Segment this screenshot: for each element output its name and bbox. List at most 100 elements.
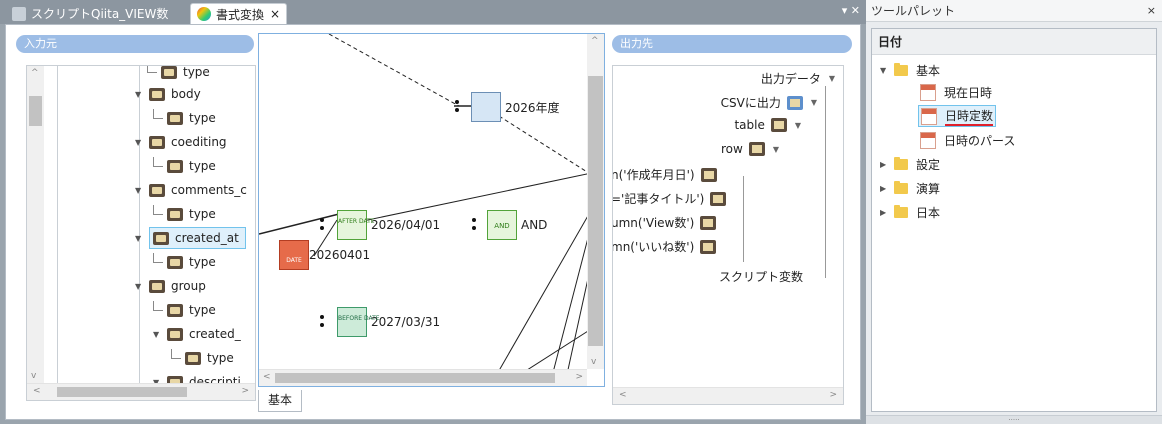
element-icon <box>161 66 177 79</box>
scroll-thumb[interactable] <box>588 76 603 346</box>
tree-node[interactable]: ▼coediting <box>135 135 227 149</box>
scroll-down-icon[interactable]: v <box>591 357 597 367</box>
output-horizontal-scrollbar[interactable]: < > <box>613 387 843 404</box>
palette-item-now[interactable]: 現在日時 <box>920 81 992 103</box>
scroll-left-icon[interactable]: < <box>33 386 41 396</box>
scroll-left-icon[interactable]: < <box>263 372 271 382</box>
dropdown-icon[interactable]: ▼ <box>828 74 835 83</box>
palette-close-icon[interactable]: × <box>1146 4 1156 17</box>
palette-folder-japan[interactable]: ▶日本 <box>880 204 941 220</box>
palette-folder-calc[interactable]: ▶演算 <box>880 180 941 196</box>
scroll-down-icon[interactable]: v <box>31 371 37 381</box>
tree-node[interactable]: ▼group <box>135 279 206 293</box>
column-node[interactable]: ='記事タイトル') <box>613 190 727 207</box>
element-icon <box>149 135 165 149</box>
element-icon <box>149 183 165 197</box>
canvas-tab-basic[interactable]: 基本 <box>258 390 302 412</box>
before-date-node[interactable]: BEFORE DATE 2027/03/31 <box>337 307 440 337</box>
tree-node[interactable]: type <box>147 66 210 82</box>
element-icon <box>185 351 201 365</box>
scroll-left-icon[interactable]: < <box>619 390 627 400</box>
tree-node[interactable]: type <box>153 252 216 272</box>
palette-item-date-parse[interactable]: 日時のパース <box>920 129 1015 151</box>
palette-section-date[interactable]: 日付 <box>872 29 1156 55</box>
tree-guide-line <box>57 66 58 386</box>
tree-node[interactable]: type <box>153 108 216 128</box>
palette-body: 日付 ▼基本 現在日時 日時定数 日時のパース ▶設定 ▶演算 ▶日本 <box>871 28 1157 412</box>
tree-elbow <box>147 66 157 73</box>
palette-folder-settings[interactable]: ▶設定 <box>880 156 941 172</box>
tree-elbow <box>153 301 163 311</box>
output-tree[interactable]: 出力データ▼ CSVに出力▼ table▼ row▼ n('作成年月日') ='… <box>612 65 844 405</box>
expand-icon[interactable]: ▼ <box>135 281 142 291</box>
tab-close-icon[interactable]: × <box>270 7 281 21</box>
scroll-right-icon[interactable]: > <box>241 386 249 396</box>
collapse-icon[interactable]: ▶ <box>880 159 887 169</box>
element-icon <box>700 167 717 182</box>
tool-palette: ツールパレット × 日付 ▼基本 現在日時 日時定数 日時のパース ▶設定 ▶演… <box>866 0 1162 424</box>
after-date-node[interactable]: AFTER DATE 2026/04/01 <box>337 210 440 240</box>
column-node[interactable]: n('作成年月日') <box>613 166 717 183</box>
element-icon <box>167 159 183 173</box>
element-icon <box>167 111 183 125</box>
scroll-thumb[interactable] <box>29 96 42 126</box>
tree-node[interactable]: type <box>171 348 234 368</box>
scroll-up-icon[interactable]: ^ <box>31 68 39 78</box>
tree-node[interactable]: ▼body <box>135 87 201 101</box>
fiscal-year-node[interactable]: 2026年度 <box>471 92 560 122</box>
calendar-icon <box>920 83 936 101</box>
collapse-icon[interactable]: ▶ <box>880 207 887 217</box>
scroll-up-icon[interactable]: ^ <box>591 36 599 46</box>
scroll-right-icon[interactable]: > <box>829 390 837 400</box>
output-data-node[interactable]: 出力データ▼ <box>760 72 835 86</box>
mapping-editor: 入力元 type ▼body type ▼coediting type ▼com… <box>5 24 861 420</box>
resize-grip[interactable]: ····· <box>866 415 1162 424</box>
expand-icon[interactable]: ▼ <box>153 329 160 339</box>
dropdown-icon[interactable]: ▼ <box>772 144 779 154</box>
csv-output-node[interactable]: CSVに出力▼ <box>720 95 817 110</box>
tree-node[interactable]: ▼created_ <box>153 327 241 341</box>
tab-script-label: スクリプトQiita_VIEW数 <box>31 7 169 21</box>
palette-item-date-constant[interactable]: 日時定数 <box>918 105 997 127</box>
scroll-thumb[interactable] <box>57 387 187 397</box>
input-tree[interactable]: type ▼body type ▼coediting type ▼comment… <box>26 65 256 401</box>
scroll-thumb[interactable] <box>275 373 555 383</box>
tab-script[interactable]: スクリプトQiita_VIEW数 <box>6 3 174 24</box>
expand-icon[interactable]: ▼ <box>135 89 142 99</box>
tree-node[interactable]: type <box>153 204 216 224</box>
tree-node[interactable]: type <box>153 156 216 176</box>
panel-controls[interactable]: ▾ ✕ <box>841 4 860 17</box>
date-constant-node[interactable]: DATE 20260401 <box>279 240 370 270</box>
tree-node-selected[interactable]: ▼created_at <box>135 227 246 249</box>
expand-icon[interactable]: ▼ <box>135 137 142 147</box>
expand-icon[interactable]: ▼ <box>135 233 142 243</box>
mapping-canvas[interactable]: 2026年度 AFTER DATE 2026/04/01 DATE 202604… <box>258 33 605 387</box>
tree-elbow <box>153 205 163 215</box>
dropdown-icon[interactable]: ▼ <box>794 120 801 130</box>
canvas-horizontal-scrollbar[interactable]: < > <box>259 369 587 386</box>
expand-icon[interactable]: ▼ <box>153 377 160 387</box>
tree-node[interactable]: ▼comments_c <box>135 183 247 197</box>
script-variable-node[interactable]: スクリプト変数 <box>719 270 804 284</box>
table-node[interactable]: table▼ <box>734 118 801 132</box>
canvas-vertical-scrollbar[interactable]: ^ v <box>587 34 604 369</box>
tab-format-conversion[interactable]: 書式変換 × <box>190 3 288 24</box>
collapse-icon[interactable]: ▶ <box>880 183 887 193</box>
and-operator-node[interactable]: AND AND <box>487 210 547 240</box>
input-horizontal-scrollbar[interactable]: < > <box>27 383 255 400</box>
palette-folder-basic[interactable]: ▼基本 <box>880 62 941 78</box>
tree-node[interactable]: type <box>153 300 216 320</box>
scroll-right-icon[interactable]: > <box>575 372 583 382</box>
expand-icon[interactable]: ▼ <box>135 185 142 195</box>
format-conversion-icon <box>197 7 211 21</box>
row-node[interactable]: row▼ <box>721 142 779 156</box>
column-node[interactable]: umn('View数') <box>613 214 717 231</box>
element-icon <box>149 279 165 293</box>
input-vertical-scrollbar[interactable]: ^ v <box>27 66 44 383</box>
input-pane: 入力元 type ▼body type ▼coediting type ▼com… <box>16 35 256 409</box>
dropdown-icon[interactable]: ▼ <box>810 98 817 107</box>
element-icon <box>167 327 183 341</box>
column-node[interactable]: mn('いいね数') <box>613 238 717 255</box>
folder-icon <box>894 62 908 76</box>
expand-icon[interactable]: ▼ <box>880 65 887 75</box>
